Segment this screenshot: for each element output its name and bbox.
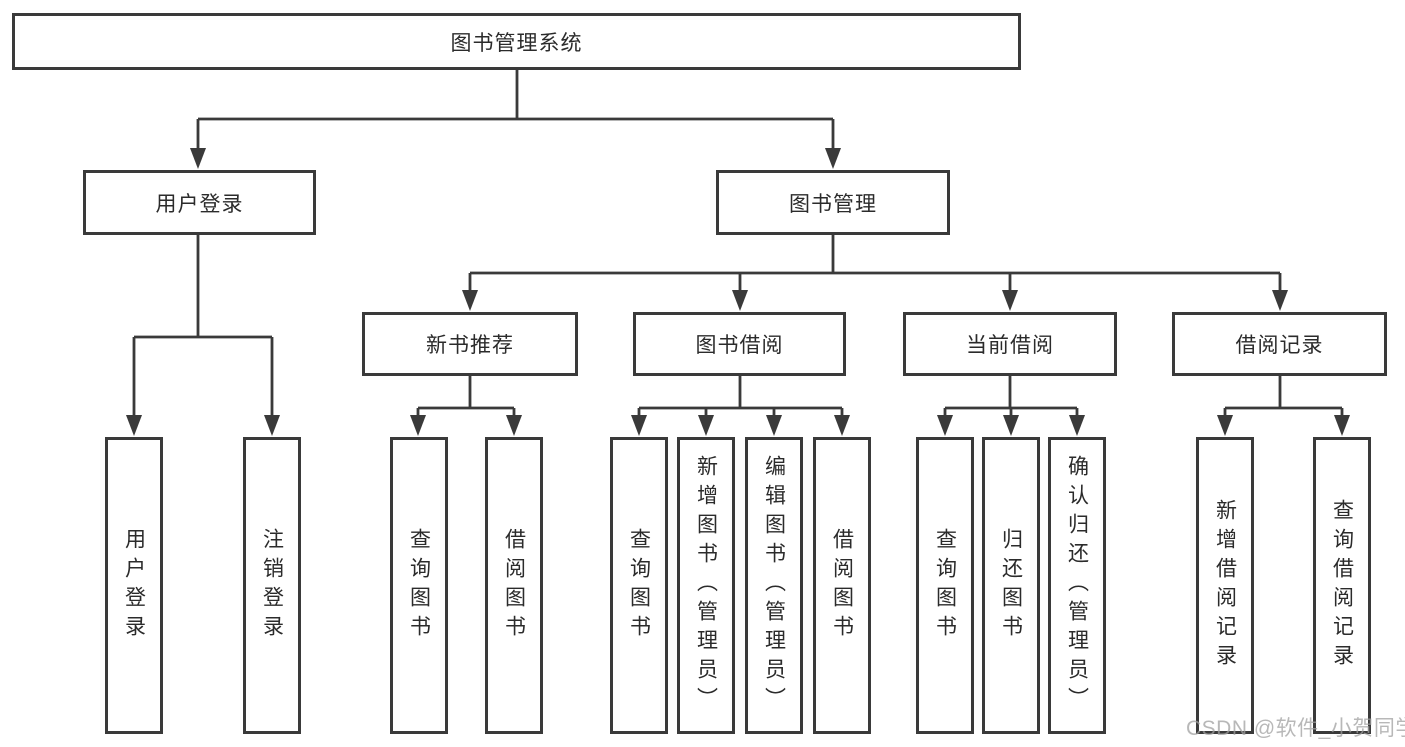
leaf-borrow-books-2: 借阅图书 — [813, 437, 871, 734]
leaf-return-books-label: 归还图书 — [999, 527, 1023, 644]
node-new-book-recommend: 新书推荐 — [362, 312, 578, 376]
leaf-confirm-return-admin-label: 确认归还（管理员） — [1065, 455, 1089, 716]
root-node-label: 图书管理系统 — [450, 31, 583, 55]
node-user-login: 用户登录 — [83, 170, 316, 235]
node-book-management: 图书管理 — [716, 170, 950, 235]
leaf-add-book-admin-label: 新增图书（管理员） — [694, 455, 718, 716]
leaf-borrow-books-1-label: 借阅图书 — [502, 527, 526, 644]
leaf-logout: 注销登录 — [243, 437, 301, 734]
leaf-edit-book-admin: 编辑图书（管理员） — [745, 437, 803, 734]
leaf-user-login-label: 用户登录 — [122, 527, 146, 644]
leaf-confirm-return-admin: 确认归还（管理员） — [1048, 437, 1106, 734]
leaf-borrow-books-1: 借阅图书 — [485, 437, 543, 734]
node-current-borrow-label: 当前借阅 — [966, 334, 1054, 357]
leaf-borrow-books-2-label: 借阅图书 — [830, 527, 854, 644]
leaf-query-books-2-label: 查询图书 — [627, 527, 651, 644]
leaf-return-books: 归还图书 — [982, 437, 1040, 734]
node-book-borrow-label: 图书借阅 — [695, 334, 784, 357]
root-node-library-management-system: 图书管理系统 — [12, 13, 1021, 70]
leaf-query-borrow-record-label: 查询借阅记录 — [1330, 498, 1354, 673]
csdn-watermark: CSDN @软件_小贺同学 — [1186, 717, 1405, 740]
node-book-borrow: 图书借阅 — [633, 312, 846, 376]
node-borrow-records: 借阅记录 — [1172, 312, 1387, 376]
node-borrow-records-label: 借阅记录 — [1235, 334, 1324, 357]
leaf-user-login: 用户登录 — [105, 437, 163, 734]
leaf-add-borrow-record-label: 新增借阅记录 — [1213, 498, 1237, 673]
leaf-query-books-3-label: 查询图书 — [933, 527, 957, 644]
node-current-borrow: 当前借阅 — [903, 312, 1117, 376]
leaf-query-books-1-label: 查询图书 — [407, 527, 431, 644]
leaf-logout-label: 注销登录 — [260, 527, 284, 644]
node-book-management-label: 图书管理 — [789, 192, 877, 216]
leaf-add-borrow-record: 新增借阅记录 — [1196, 437, 1254, 734]
leaf-edit-book-admin-label: 编辑图书（管理员） — [762, 455, 786, 716]
leaf-add-book-admin: 新增图书（管理员） — [677, 437, 735, 734]
leaf-query-books-2: 查询图书 — [610, 437, 668, 734]
leaf-query-borrow-record: 查询借阅记录 — [1313, 437, 1371, 734]
node-new-book-recommend-label: 新书推荐 — [426, 334, 514, 357]
node-user-login-label: 用户登录 — [155, 192, 244, 216]
arrowheads — [126, 148, 1350, 436]
leaf-query-books-1: 查询图书 — [390, 437, 448, 734]
leaf-query-books-3: 查询图书 — [916, 437, 974, 734]
